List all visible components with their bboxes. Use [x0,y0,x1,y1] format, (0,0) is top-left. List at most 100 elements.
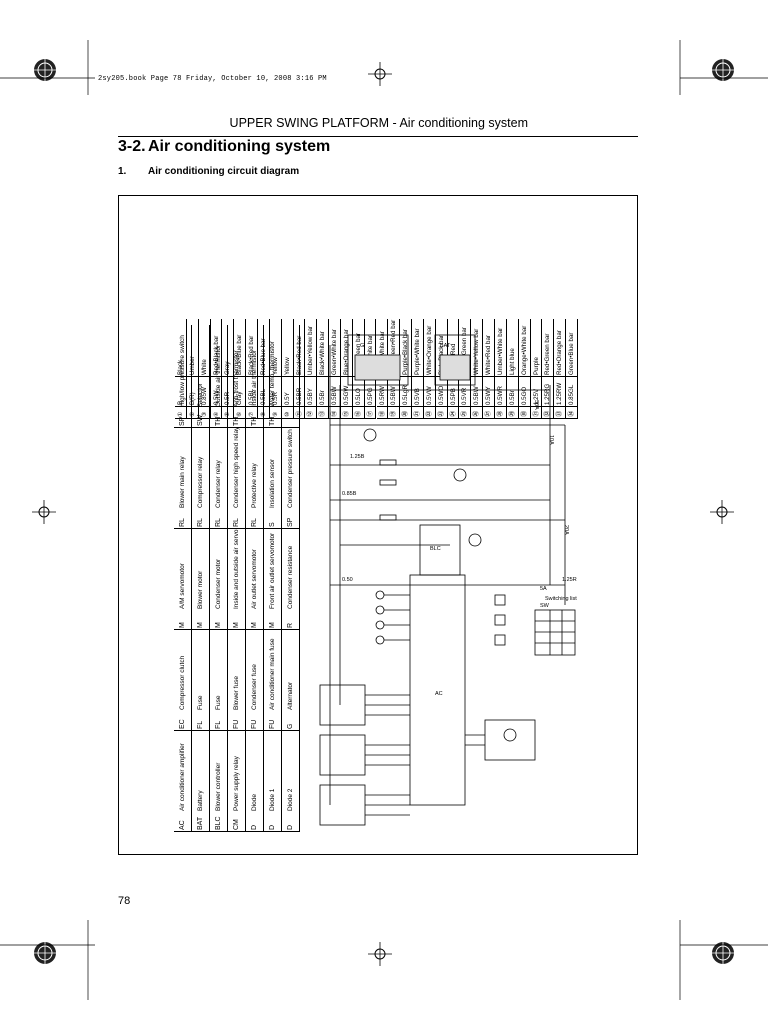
legend-code: TH [228,408,245,428]
legend-description: Blower controller [215,762,222,811]
legend-code: RL [228,509,245,529]
legend-description: Power supply relay [233,756,240,811]
legend-description: Air outlet servomotor [251,549,258,609]
legend-description: Front air outlet servomotor [269,532,276,609]
g-unit-label: G [360,343,364,349]
legend-description: A/M servomotor [179,563,186,609]
legend-description: Compressor relay [197,456,204,508]
registration-mark-bottom-right [708,938,738,968]
sw-label: SW [540,603,550,609]
legend-code: FL [210,711,227,731]
section-number: 3-2. [118,138,146,155]
legend-code: BLC [210,812,227,832]
legend-description: Inside air thermistor [251,349,258,407]
legend-description: Battery [197,790,204,811]
legend-code [282,408,299,428]
crosshair-mark-top-center [368,62,392,86]
registration-mark-top-left [30,55,60,85]
legend-code: M [246,610,263,630]
section-title-text: Air conditioning system [148,138,331,155]
legend-code: TH [264,408,281,428]
legend-code: SW [192,408,209,428]
registration-mark-top-right [708,55,738,85]
legend-code: SP [174,408,191,428]
legend-code: FL [192,711,209,731]
legend-code: FU [228,711,245,731]
legend-description: High/low pressure switch [179,335,186,407]
legend-description: Inside and outside air servomotor [233,529,240,609]
legend-code: M [174,610,191,630]
legend-code: G [282,711,299,731]
registration-mark-bottom-left [30,938,60,968]
blc-unit-label: BLC [430,546,441,552]
legend-code: EC [174,711,191,731]
legend-description: Air conditioner main fuse [269,638,276,710]
legend-description [282,327,299,408]
crosshair-mark-right-middle [710,500,734,524]
legend-code: RL [174,509,191,529]
legend-description: Outside air thermistor [215,344,222,407]
legend-description: Condenser high speed relay [233,428,240,508]
legend-description: Compressor clutch [179,655,186,710]
legend-code: M [264,610,281,630]
legend-code: RL [210,509,227,529]
legend-code: AC [174,812,191,832]
legend-description: Condenser resistance [287,545,294,609]
crosshair-mark-bottom-center [368,942,392,966]
legend-description: Condenser pressure switch [287,429,294,508]
legend-description: Insolation sensor [269,458,276,508]
wire-label-125b: 1.25B [350,454,365,460]
legend-description: Blower motor [197,570,204,609]
fuse-label-10a: 10A [548,435,554,445]
legend-code: SP [282,509,299,529]
legend-description: Selector [197,383,204,407]
legend-code: M [192,610,209,630]
bat-unit-label: BAT [440,343,451,349]
legend-code: FU [246,711,263,731]
crosshair-mark-left-middle [32,500,56,524]
legend-description: Fuse [215,695,222,710]
subsection-title-text: Air conditioning circuit diagram [148,166,300,177]
section-title: 3-2.Air conditioning system [118,138,330,156]
page-number: 78 [118,895,131,907]
legend-description: Diode 2 [287,788,294,811]
legend-code: FU [264,711,281,731]
legend-code: RL [192,509,209,529]
legend-code: S [264,509,281,529]
subsection-title: 1. Air conditioning circuit diagram [118,166,299,177]
legend-description: Protective relay [251,463,258,508]
wire-label-085b: 0.85B [342,491,357,497]
legend-code: D [264,812,281,832]
fuse-label-5a: 5A [540,586,547,592]
fuse-label-20a: 20A [563,525,569,535]
legend-description: Diode 1 [269,788,276,811]
legend-code: M [210,610,227,630]
legend-code: D [282,812,299,832]
wire-label-050: 0.50 [342,577,353,583]
legend-code: M [228,610,245,630]
legend-code: TH [210,408,227,428]
legend-code: CM [228,812,245,832]
legend-description: Blower fuse [233,676,240,710]
legend-code: R [282,610,299,630]
switching-list-title: Switching list [545,596,577,602]
wire-label-125r: 1.25R [562,577,577,583]
legend-description: Condenser motor [215,558,222,609]
legend-description: Alternator [287,681,294,710]
legend-description: Air conditioner amplifier [179,743,186,811]
legend-description: Fuse [197,695,204,710]
header-rule [118,136,638,137]
subsection-number: 1. [118,166,127,177]
running-header: UPPER SWING PLATFORM - Air conditioning … [229,116,528,130]
legend-code: D [246,812,263,832]
legend-description: Diode [251,794,258,811]
